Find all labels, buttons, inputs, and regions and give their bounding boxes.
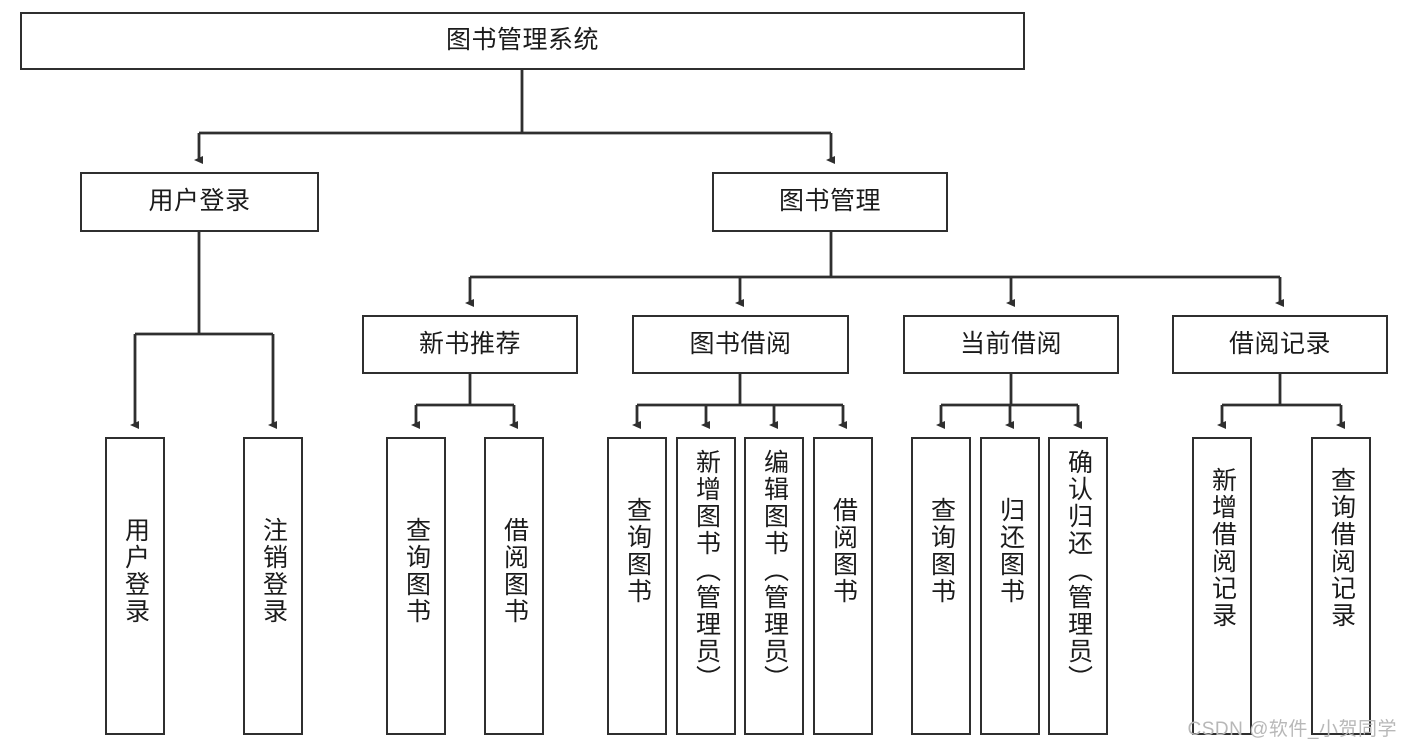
node-leaf-query-record-label: 查询借阅记录	[1327, 467, 1356, 629]
node-leaf-borrow-book-1[interactable]: 借阅图书	[484, 437, 544, 735]
node-leaf-borrow-book-1-label: 借阅图书	[500, 517, 529, 625]
node-leaf-query-book-3-label: 查询图书	[927, 497, 956, 605]
node-new-book-rec-label: 新书推荐	[418, 329, 521, 358]
node-leaf-add-record[interactable]: 新增借阅记录	[1192, 437, 1252, 735]
watermark: CSDN @软件_小贺同学	[1187, 719, 1397, 740]
node-leaf-logout[interactable]: 注销登录	[243, 437, 303, 735]
node-leaf-add-book[interactable]: 新增图书（管理员）	[676, 437, 736, 735]
node-leaf-edit-book[interactable]: 编辑图书（管理员）	[744, 437, 804, 735]
node-leaf-return-book[interactable]: 归还图书	[980, 437, 1040, 735]
node-leaf-query-book-2-label: 查询图书	[623, 497, 652, 605]
node-user-login-label: 用户登录	[148, 187, 251, 216]
node-user-login[interactable]: 用户登录	[80, 172, 319, 232]
node-root[interactable]: 图书管理系统	[20, 12, 1025, 70]
node-leaf-return-book-label: 归还图书	[996, 497, 1025, 605]
node-borrow-record[interactable]: 借阅记录	[1172, 315, 1388, 374]
node-leaf-query-book-1-label: 查询图书	[402, 517, 431, 625]
node-leaf-user-login-label: 用户登录	[121, 517, 150, 625]
node-leaf-query-book-3[interactable]: 查询图书	[911, 437, 971, 735]
node-root-label: 图书管理系统	[445, 26, 599, 55]
node-book-manage-label: 图书管理	[778, 187, 881, 216]
node-book-manage[interactable]: 图书管理	[712, 172, 948, 232]
node-leaf-query-book-2[interactable]: 查询图书	[607, 437, 667, 735]
node-leaf-borrow-book-2[interactable]: 借阅图书	[813, 437, 873, 735]
node-new-book-rec[interactable]: 新书推荐	[362, 315, 578, 374]
node-leaf-confirm-return-label: 确认归还（管理员）	[1064, 449, 1093, 692]
node-leaf-logout-label: 注销登录	[259, 517, 288, 625]
node-leaf-add-record-label: 新增借阅记录	[1208, 467, 1237, 629]
node-leaf-borrow-book-2-label: 借阅图书	[829, 497, 858, 605]
node-leaf-user-login[interactable]: 用户登录	[105, 437, 165, 735]
node-leaf-add-book-label: 新增图书（管理员）	[692, 449, 721, 692]
node-leaf-query-book-1[interactable]: 查询图书	[386, 437, 446, 735]
node-current-borrow-label: 当前借阅	[959, 329, 1062, 358]
node-current-borrow[interactable]: 当前借阅	[903, 315, 1119, 374]
node-leaf-query-record[interactable]: 查询借阅记录	[1311, 437, 1371, 735]
node-leaf-edit-book-label: 编辑图书（管理员）	[760, 449, 789, 692]
node-book-borrow[interactable]: 图书借阅	[632, 315, 849, 374]
node-leaf-confirm-return[interactable]: 确认归还（管理员）	[1048, 437, 1108, 735]
node-borrow-record-label: 借阅记录	[1228, 329, 1331, 358]
node-book-borrow-label: 图书借阅	[689, 329, 792, 358]
